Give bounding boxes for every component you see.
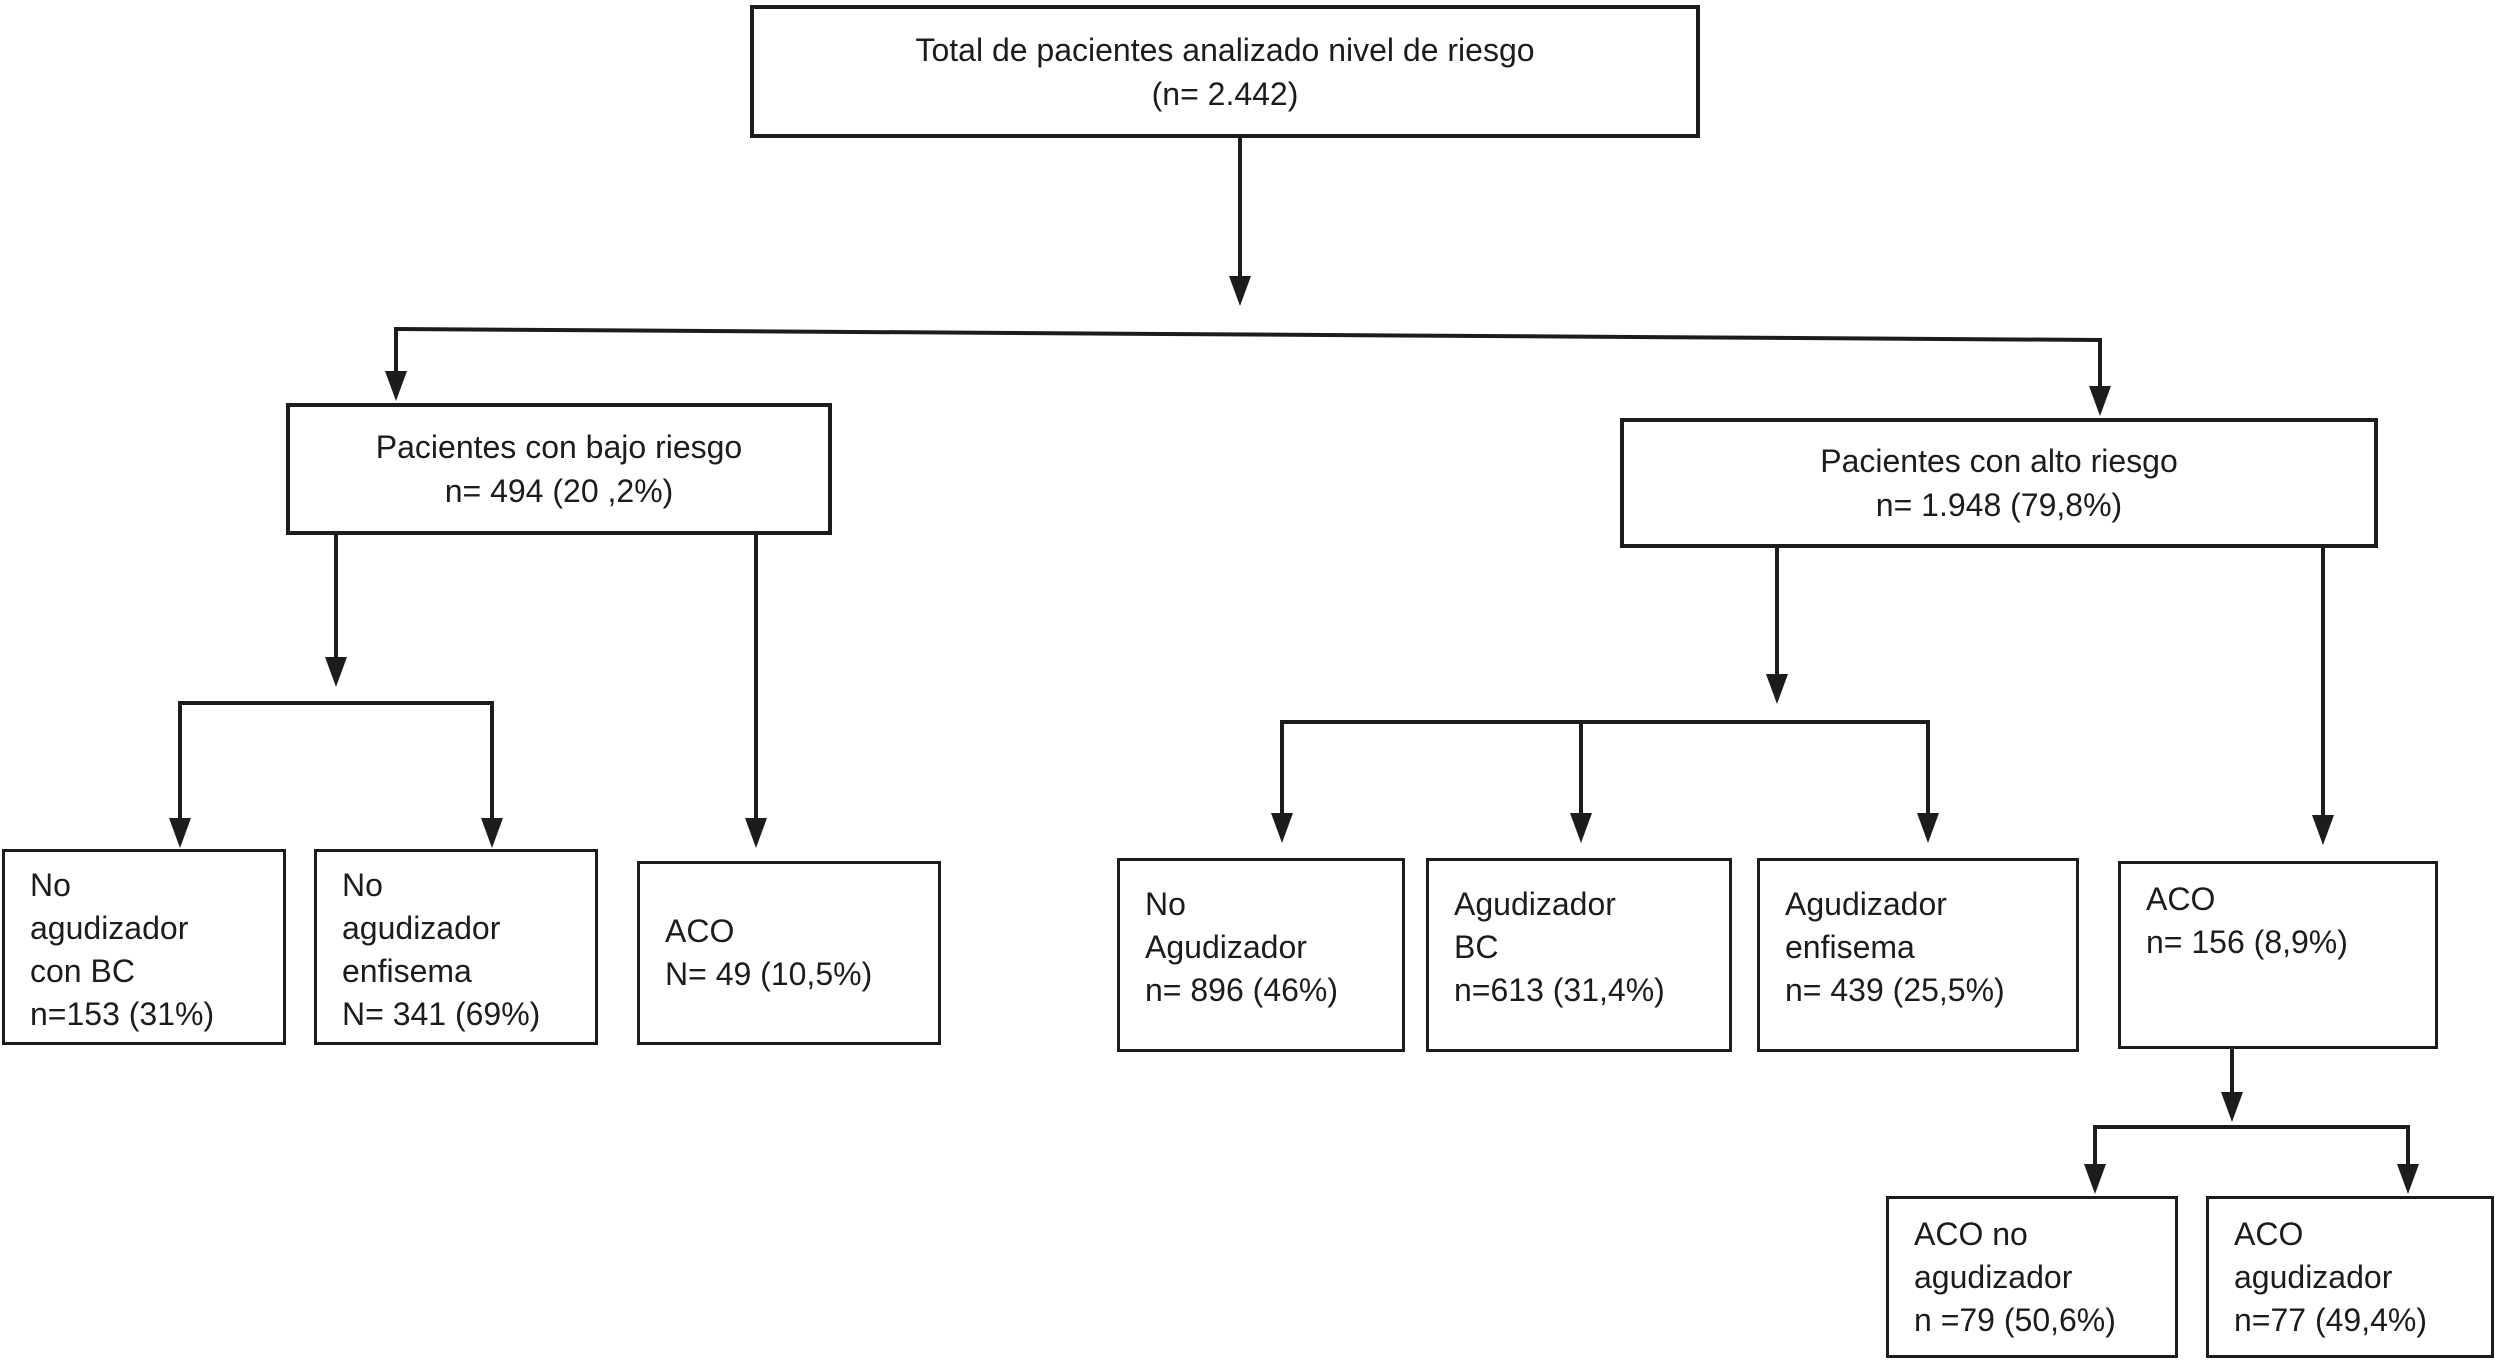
connector-bajo-bracket-right-arrowhead xyxy=(481,818,503,848)
node-text-line: n= 494 (20 ,2%) xyxy=(444,473,674,509)
connector-split-left-arrowhead xyxy=(385,371,407,401)
connector-aco-bracket-right-arrowhead xyxy=(2397,1164,2419,1194)
node-text-line: agudizador xyxy=(1914,1259,2073,1295)
connector-alto-aco-arrowhead xyxy=(2312,815,2334,845)
node-agudizador-enfisema: Agudizador enfisema n= 439 (25,5%) xyxy=(1757,858,2079,1052)
node-text-line: Agudizador xyxy=(1145,929,1307,965)
node-text-line: n=153 (31%) xyxy=(30,996,215,1032)
node-text-line: n= 439 (25,5%) xyxy=(1785,972,2005,1008)
node-root: Total de pacientes analizado nivel de ri… xyxy=(750,5,1700,138)
node-no-agudizador-alto: No Agudizador n= 896 (46%) xyxy=(1117,858,1405,1052)
connector-aco-bracket-left-arrowhead xyxy=(2084,1164,2106,1194)
node-alto-riesgo: Pacientes con alto riesgo n= 1.948 (79,8… xyxy=(1620,418,2378,548)
node-text-line: (n= 2.442) xyxy=(1151,75,1299,112)
node-text-line: ACO no xyxy=(1914,1216,2028,1252)
node-text-line: Pacientes con bajo riesgo xyxy=(375,429,743,465)
node-text-line: Pacientes con alto riesgo xyxy=(1820,443,2178,479)
node-text-line: n= 896 (46%) xyxy=(1145,972,1339,1008)
node-no-agudizador-enfisema-bajo: No agudizador enfisema N= 341 (69%) xyxy=(314,849,598,1045)
node-aco-agudizador: ACO agudizador n=77 (49,4%) xyxy=(2206,1196,2494,1358)
node-text-line: No xyxy=(30,867,71,903)
node-text-line: n= 156 (8,9%) xyxy=(2146,924,2348,960)
connector-split-right-arrowhead xyxy=(2089,386,2111,416)
node-text-line: ACO xyxy=(2146,881,2216,917)
node-text-line: n=613 (31,4%) xyxy=(1454,972,1665,1008)
connector-aco-stem-arrowhead xyxy=(2221,1092,2243,1122)
node-no-agudizador-con-bc: No agudizador con BC n=153 (31%) xyxy=(2,849,286,1045)
connector-root-stem-arrowhead xyxy=(1229,276,1251,306)
node-text-line: n =79 (50,6%) xyxy=(1914,1302,2116,1338)
connector-bajo-bracket-left-arrowhead xyxy=(169,818,191,848)
node-text-line: n=77 (49,4%) xyxy=(2234,1302,2428,1338)
node-text-line: n= 1.948 (79,8%) xyxy=(1875,487,2123,523)
node-text-line: Agudizador xyxy=(1454,886,1616,922)
node-text-line: agudizador xyxy=(2234,1259,2393,1295)
node-text-line: enfisema xyxy=(1785,929,1915,965)
node-text-line: ACO xyxy=(665,913,735,949)
connector-alto-bracket-right-arrowhead xyxy=(1917,813,1939,843)
node-agudizador-bc: Agudizador BC n=613 (31,4%) xyxy=(1426,858,1732,1052)
node-text-line: BC xyxy=(1454,929,1499,965)
connector-alto-bracket-left-arrowhead xyxy=(1271,813,1293,843)
node-text-line: N= 49 (10,5%) xyxy=(665,956,873,992)
connector-bajo-aco-arrowhead xyxy=(745,818,767,848)
node-text-line: No xyxy=(342,867,383,903)
node-aco-no-agudizador: ACO no agudizador n =79 (50,6%) xyxy=(1886,1196,2178,1358)
connector-alto-bracket-mid-arrowhead xyxy=(1570,813,1592,843)
connector-bajo-bracket xyxy=(178,701,494,818)
node-aco-alto: ACO n= 156 (8,9%) xyxy=(2118,861,2438,1049)
node-text-line: con BC xyxy=(30,953,135,989)
connector-alto-stem-arrowhead xyxy=(1766,674,1788,704)
node-text-line: enfisema xyxy=(342,953,472,989)
node-text-line: No xyxy=(1145,886,1186,922)
connector-bajo-stem-arrowhead xyxy=(325,657,347,687)
connector-split-line xyxy=(395,327,2101,342)
connector-alto-bracket xyxy=(1280,720,1930,813)
node-text-line: Total de pacientes analizado nivel de ri… xyxy=(915,31,1535,68)
node-aco-bajo: ACO N= 49 (10,5%) xyxy=(637,861,941,1045)
node-bajo-riesgo: Pacientes con bajo riesgo n= 494 (20 ,2%… xyxy=(286,403,832,535)
node-text-line: N= 341 (69%) xyxy=(342,996,541,1032)
node-text-line: agudizador xyxy=(30,910,189,946)
node-text-line: Agudizador xyxy=(1785,886,1947,922)
node-text-line: ACO xyxy=(2234,1216,2304,1252)
connector-aco-bracket xyxy=(2093,1125,2410,1164)
node-text-line: agudizador xyxy=(342,910,501,946)
